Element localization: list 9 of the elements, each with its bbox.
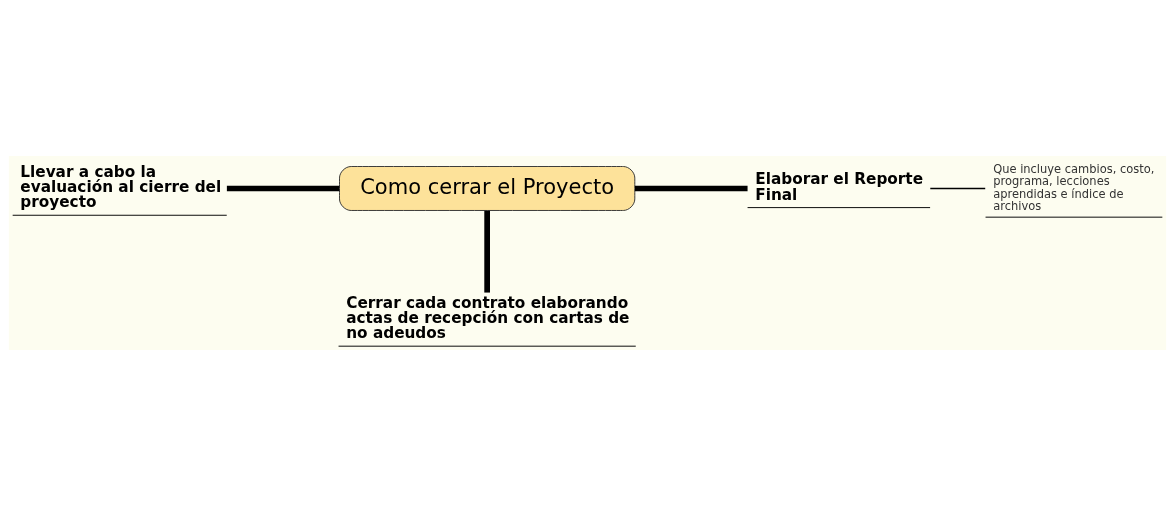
node-box: Como cerrar el Proyecto [339,165,636,211]
connector [929,187,986,189]
node-text: Cerrar cada contrato elaborando actas de recepción con cartas de no adeudos [346,293,630,342]
node-text: Elaborar el Reporte Final [755,169,924,204]
connector [634,185,748,191]
connector [484,210,491,293]
connector [226,185,340,191]
node-text: Llevar a cabo la evaluación al cierre del proyecto [20,162,222,211]
node-text: Que incluye cambios, costo, programa, lecciones aprendidas e índice de archivos [993,161,1155,213]
